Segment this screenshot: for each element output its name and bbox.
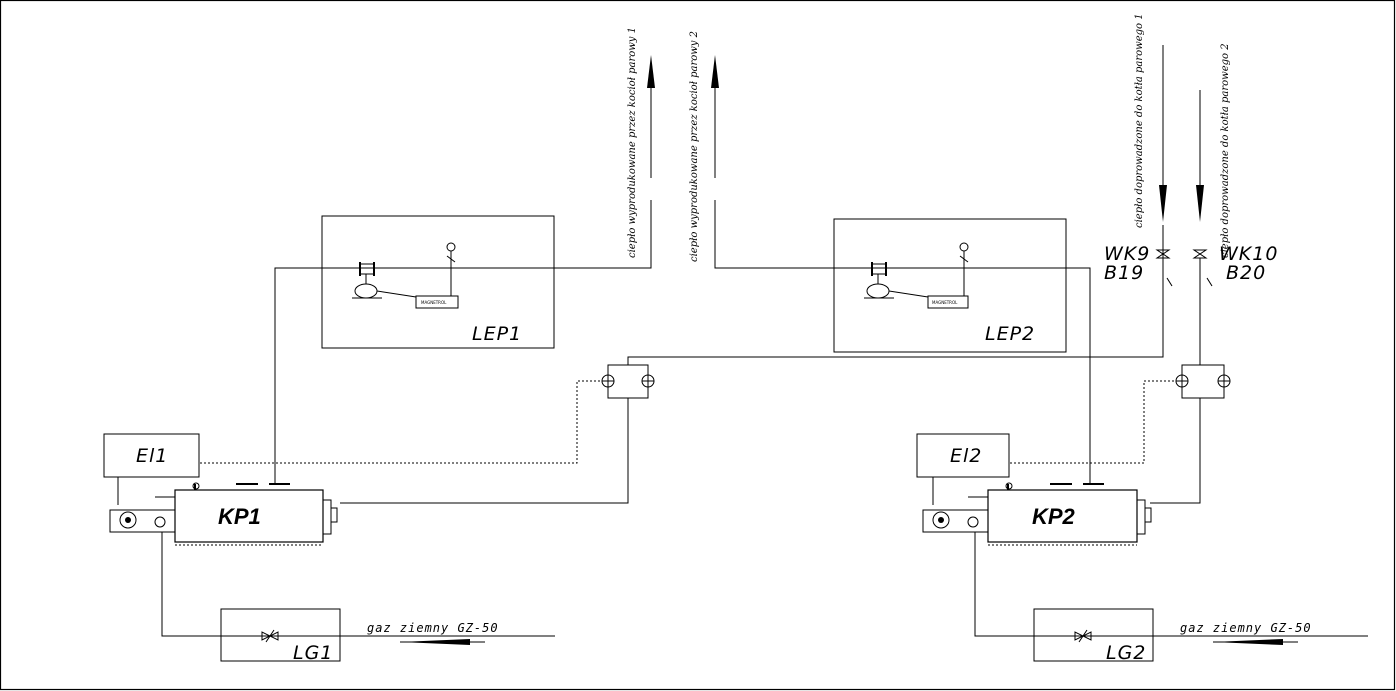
b19-label: B19 xyxy=(1104,262,1144,284)
arrow-up-icon xyxy=(647,55,655,88)
pump-icon xyxy=(352,262,417,299)
el2-control[interactable]: El2 xyxy=(916,433,1010,478)
signal-line-left xyxy=(200,380,608,464)
lg1-gas-train[interactable]: LG1 xyxy=(220,608,341,664)
wk9-label: WK9 xyxy=(1104,243,1150,265)
kp1-label: KP1 xyxy=(218,504,261,529)
return-line-left xyxy=(627,225,1164,365)
lep2-label: LEP2 xyxy=(985,323,1035,345)
kp2-boiler[interactable]: KP2 xyxy=(987,482,1152,546)
lep2-unit[interactable]: LEP2 MAGNETROL xyxy=(833,218,1067,353)
magnetrol-controller xyxy=(415,295,459,309)
arrow-up-icon xyxy=(711,55,719,88)
lep1-label: LEP1 xyxy=(472,323,522,345)
gauge-icon xyxy=(959,242,969,296)
return-line-right-down xyxy=(1150,398,1201,504)
pipe-label-supplied-1: ciepło doprowadzone do kotła parowego 1 xyxy=(1134,13,1145,228)
manifold-right[interactable] xyxy=(1175,364,1231,399)
return-line-left-down xyxy=(340,398,629,504)
pump-icon xyxy=(864,262,929,299)
valve-wk9[interactable] xyxy=(1155,249,1173,357)
lep1-unit[interactable]: LEP1 MAGNETROL xyxy=(321,215,555,349)
manifold-left[interactable] xyxy=(601,364,655,399)
kp1-boiler[interactable]: KP1 xyxy=(174,482,338,546)
valve-wk10[interactable] xyxy=(1192,249,1213,365)
el1-label: El1 xyxy=(136,445,168,467)
el1-control[interactable]: El1 xyxy=(103,433,200,478)
b20-label: B20 xyxy=(1226,262,1266,284)
steam-pipe-1 xyxy=(274,200,652,485)
arrow-down-icon xyxy=(1196,185,1204,222)
gas-pipe-1 xyxy=(161,532,555,637)
gas-label-2: gaz ziemny GZ-50 xyxy=(1180,621,1312,635)
signal-line-right xyxy=(1010,380,1182,464)
magnetrol-label: MAGNETROL xyxy=(932,300,958,305)
el2-label: El2 xyxy=(950,445,982,467)
lg1-label: LG1 xyxy=(293,642,333,664)
gas-pipe-2 xyxy=(974,532,1368,637)
steam-pipe-2 xyxy=(714,200,1091,485)
lg2-gas-train[interactable]: LG2 xyxy=(1033,608,1154,664)
wk10-label: WK10 xyxy=(1219,243,1278,265)
burner-icon xyxy=(109,496,176,533)
pipe-label-recovered-2: ciepło wyprodukowane przez kocioł parowy… xyxy=(689,31,700,262)
burner-icon xyxy=(922,496,989,533)
kp2-label: KP2 xyxy=(1032,504,1076,529)
gas-label-1: gaz ziemny GZ-50 xyxy=(367,621,499,635)
lg2-label: LG2 xyxy=(1106,642,1146,664)
gauge-icon xyxy=(446,242,456,296)
magnetrol-controller xyxy=(927,295,969,309)
gas-valve-icon xyxy=(261,629,279,643)
arrow-down-icon xyxy=(1159,185,1167,222)
pipe-label-recovered-1: ciepło wyprodukowane przez kocioł parowy… xyxy=(627,27,638,258)
gas-valve-icon xyxy=(1074,629,1092,643)
magnetrol-label: MAGNETROL xyxy=(421,300,447,305)
pipe-label-supplied-2: ciepło doprowadzone do kotła parowego 2 xyxy=(1220,43,1231,258)
